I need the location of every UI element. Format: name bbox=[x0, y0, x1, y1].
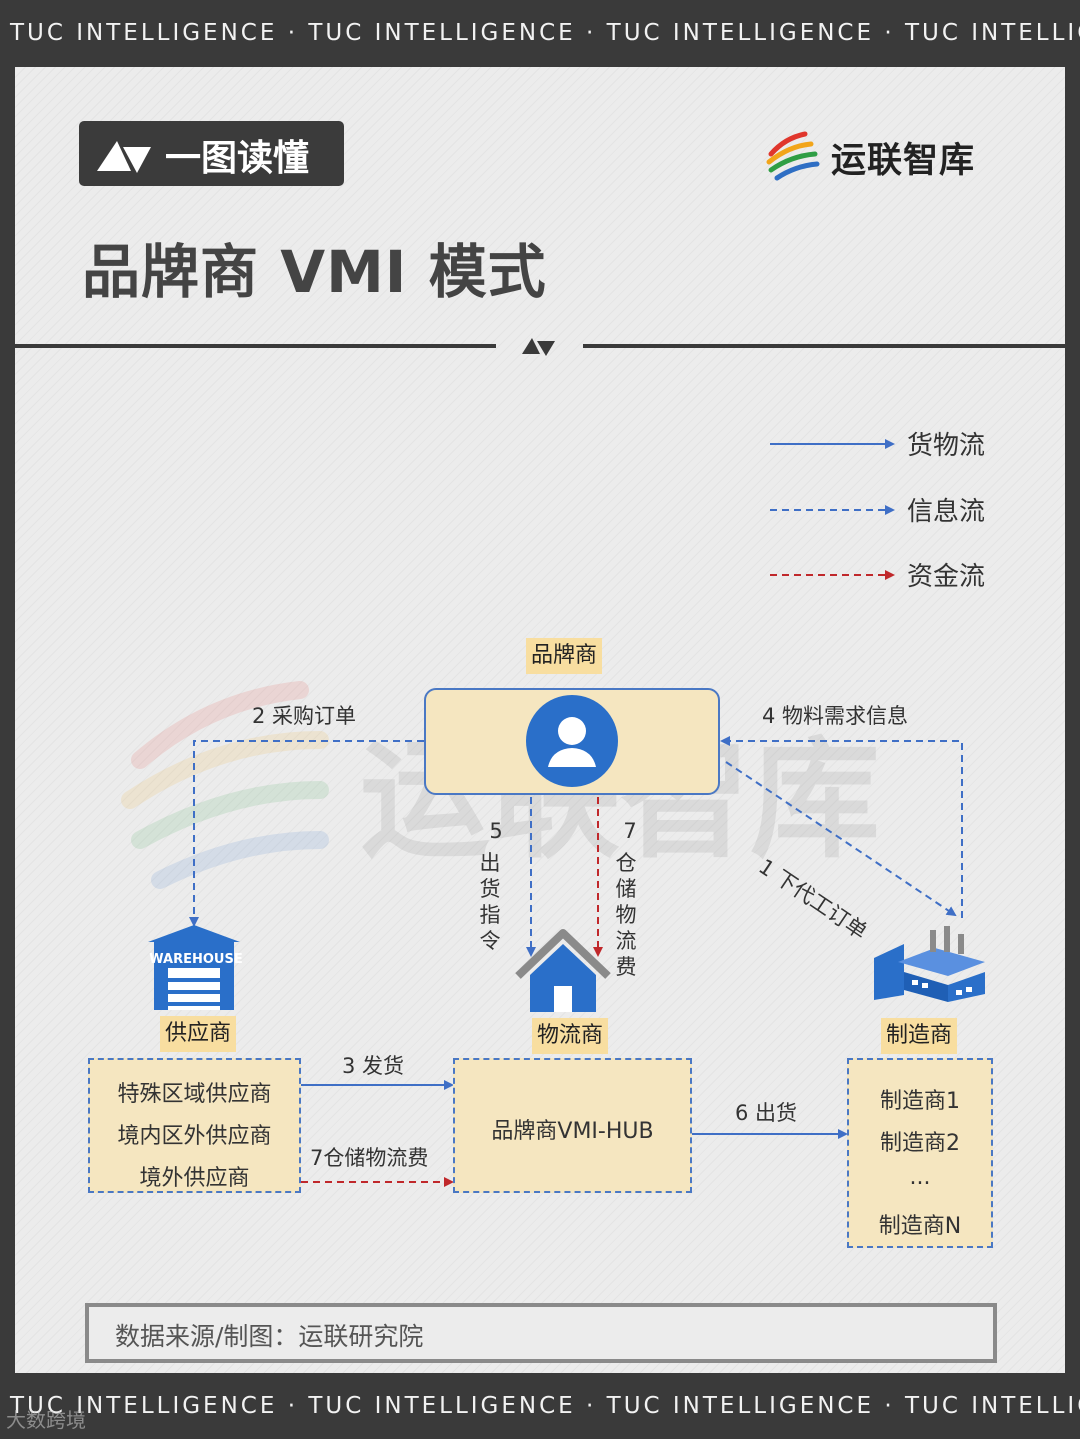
supplier-item: 境内区外供应商 bbox=[117, 1124, 272, 1149]
supplier-item: 境外供应商 bbox=[139, 1166, 250, 1191]
flow-2-label: 2 采购订单 bbox=[252, 704, 357, 728]
flow-7-number: 7 bbox=[623, 819, 637, 843]
flow-7b-label: 7仓储物流费 bbox=[310, 1146, 429, 1170]
flow-6-label: 6 出货 bbox=[735, 1101, 798, 1125]
supplier-item: 特殊区域供应商 bbox=[117, 1082, 272, 1107]
page-title: 品牌商 VMI 模式 bbox=[82, 238, 547, 306]
flow-4-label: 4 物料需求信息 bbox=[762, 704, 909, 728]
section-tag: 一图读懂 bbox=[79, 121, 344, 186]
triangle-logo-icon bbox=[97, 141, 151, 173]
brand-owner-tag: 品牌商 bbox=[526, 638, 602, 674]
flow-7-label: 仓储物流费 bbox=[615, 851, 637, 979]
divider-left bbox=[15, 344, 496, 348]
manufacturer-item: 制造商N bbox=[878, 1214, 962, 1239]
corner-watermark: 大数跨境 bbox=[6, 1408, 86, 1432]
manufacturer-item: 制造商1 bbox=[880, 1089, 960, 1114]
person-icon bbox=[526, 695, 618, 787]
flow-3-label: 3 发货 bbox=[342, 1054, 405, 1078]
divider-right bbox=[583, 344, 1065, 348]
hub-label: 品牌商VMI-HUB bbox=[491, 1119, 654, 1144]
manufacturer-box: 制造商1 制造商2 ... 制造商N bbox=[847, 1058, 993, 1248]
legend-fund-label: 资金流 bbox=[907, 562, 986, 592]
manufacturer-item: ... bbox=[909, 1165, 931, 1190]
footer-band: TUC INTELLIGENCE · TUC INTELLIGENCE · TU… bbox=[0, 1373, 1080, 1439]
legend-info-label: 信息流 bbox=[907, 497, 986, 527]
supplier-tag: 供应商 bbox=[160, 1016, 236, 1052]
brand-name: 运联智库 bbox=[831, 141, 976, 181]
logistics-hub-box: 品牌商VMI-HUB bbox=[453, 1058, 692, 1193]
legend-goods-label: 货物流 bbox=[907, 431, 986, 461]
flow-5-label: 出货指令 bbox=[479, 851, 501, 953]
section-tag-label: 一图读懂 bbox=[165, 138, 310, 179]
manufacturer-item: 制造商2 bbox=[880, 1131, 960, 1156]
brand-swirl-icon bbox=[766, 131, 820, 181]
source-text: 数据来源/制图：运联研究院 bbox=[115, 1322, 424, 1351]
logistics-tag: 物流商 bbox=[532, 1018, 608, 1054]
manufacturer-tag: 制造商 bbox=[881, 1018, 957, 1054]
source-box: 数据来源/制图：运联研究院 bbox=[85, 1303, 997, 1363]
brand-owner-box bbox=[424, 688, 720, 795]
brand-logo: 运联智库 bbox=[765, 122, 1005, 186]
flow-5-number: 5 bbox=[489, 819, 503, 843]
header-band: TUC INTELLIGENCE · TUC INTELLIGENCE · TU… bbox=[0, 0, 1080, 66]
supplier-box: 特殊区域供应商 境内区外供应商 境外供应商 bbox=[88, 1058, 301, 1193]
